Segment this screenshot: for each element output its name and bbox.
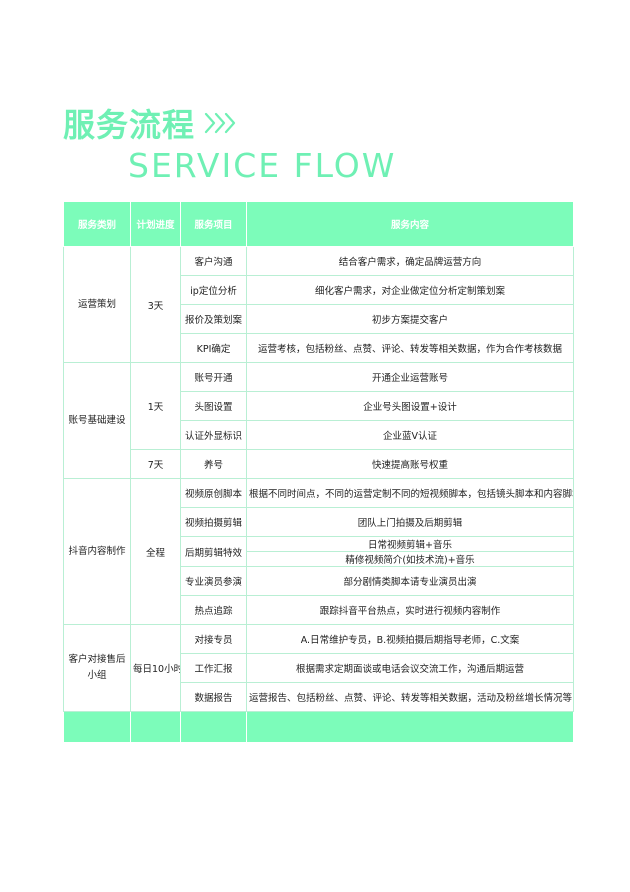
column-header-schedule: 计划进度 bbox=[130, 201, 181, 247]
item-cell: 账号开通 bbox=[180, 362, 247, 392]
footer-cell bbox=[130, 711, 181, 743]
item-cell: 视频拍摄剪辑 bbox=[180, 507, 247, 537]
schedule-cell: 全程 bbox=[130, 478, 181, 625]
item-cell: 数据报告 bbox=[180, 682, 247, 712]
schedule-cell: 每日10小时 bbox=[130, 624, 181, 712]
item-cell: 认证外显标识 bbox=[180, 420, 247, 450]
schedule-cell: 7天 bbox=[130, 449, 181, 479]
table-row: KPI确定 运营考核，包括粉丝、点赞、评论、转发等相关数据，作为合作考核数据 bbox=[64, 333, 574, 363]
category-cell: 账号基础建设 bbox=[63, 362, 131, 479]
content-cell: 初步方案提交客户 bbox=[246, 304, 574, 334]
table-row: 专业演员参演 部分剧情类脚本请专业演员出演 bbox=[64, 566, 574, 596]
content-cell: 根据需求定期面谈或电话会议交流工作，沟通后期运营 bbox=[246, 653, 574, 683]
service-flow-table: 服务类别 计划进度 服务项目 服务内容 运营策划 3天 客户沟通 结合客户需求，… bbox=[63, 201, 574, 743]
table-header-row: 服务类别 计划进度 服务项目 服务内容 bbox=[63, 201, 574, 247]
content-cell: 细化客户需求，对企业做定位分析定制策划案 bbox=[246, 275, 574, 305]
item-cell: 报价及策划案 bbox=[180, 304, 247, 334]
table-row: 7天 养号 快速提高账号权重 bbox=[64, 449, 574, 479]
content-cell: 快速提高账号权重 bbox=[246, 449, 574, 479]
item-cell: KPI确定 bbox=[180, 333, 247, 363]
item-cell: 视频原创脚本 bbox=[180, 478, 247, 508]
table-row: 账号基础建设 1天 账号开通 开通企业运营账号 bbox=[63, 362, 574, 479]
table-row: 运营策划 3天 客户沟通 结合客户需求，确定品牌运营方向 bbox=[63, 246, 574, 363]
item-cell: 头图设置 bbox=[180, 391, 247, 421]
table-row: 抖音内容制作 全程 视频原创脚本 根据不同时间点，不同的运营定制不同的短视频脚本… bbox=[63, 478, 574, 625]
table-row: 视频拍摄剪辑 团队上门拍摄及后期剪辑 bbox=[64, 507, 574, 537]
table-row: 数据报告 运营报告、包括粉丝、点赞、评论、转发等相关数据，活动及粉丝增长情况等 bbox=[64, 682, 574, 712]
content-cell: 部分剧情类脚本请专业演员出演 bbox=[246, 566, 574, 596]
item-cell: 客户沟通 bbox=[180, 246, 247, 276]
schedule-cell: 3天 bbox=[130, 246, 181, 363]
category-cell: 运营策划 bbox=[63, 246, 131, 363]
item-cell: 养号 bbox=[180, 449, 247, 479]
content-cell: 企业号头图设置+设计 bbox=[246, 391, 574, 421]
table-row: 报价及策划案 初步方案提交客户 bbox=[64, 304, 574, 334]
content-cell: 运营报告、包括粉丝、点赞、评论、转发等相关数据，活动及粉丝增长情况等 bbox=[246, 682, 574, 712]
content-cell: 跟踪抖音平台热点，实时进行视频内容制作 bbox=[246, 595, 574, 625]
content-cell: 精修视频简介(如技术流)+音乐 bbox=[246, 551, 574, 567]
content-cell: 结合客户需求，确定品牌运营方向 bbox=[246, 246, 574, 276]
item-cell: 工作汇报 bbox=[180, 653, 247, 683]
table-row: 客户对接售后小组 每日10小时 对接专员 A.日常维护专员，B.视频拍摄后期指导… bbox=[63, 624, 574, 712]
table-row: 工作汇报 根据需求定期面谈或电话会议交流工作，沟通后期运营 bbox=[64, 653, 574, 683]
page-title-text: 服务流程 bbox=[63, 106, 196, 144]
category-cell: 客户对接售后小组 bbox=[63, 624, 131, 712]
content-cell: 日常视频剪辑+音乐 bbox=[246, 536, 574, 552]
content-cell: A.日常维护专员，B.视频拍摄后期指导老师，C.文案 bbox=[246, 624, 574, 654]
triple-chevron-right-icon bbox=[203, 111, 237, 135]
content-cell: 企业蓝V认证 bbox=[246, 420, 574, 450]
item-cell: 热点追踪 bbox=[180, 595, 247, 625]
column-header-content: 服务内容 bbox=[246, 201, 574, 247]
content-cell: 团队上门拍摄及后期剪辑 bbox=[246, 507, 574, 537]
content-cell: 运营考核，包括粉丝、点赞、评论、转发等相关数据，作为合作考核数据 bbox=[246, 333, 574, 363]
column-header-category: 服务类别 bbox=[63, 201, 131, 247]
item-cell: 专业演员参演 bbox=[180, 566, 247, 596]
footer-cell bbox=[63, 711, 131, 743]
content-cell: 开通企业运营账号 bbox=[246, 362, 574, 392]
footer-cell bbox=[246, 711, 574, 743]
item-cell: ip定位分析 bbox=[180, 275, 247, 305]
content-cell: 根据不同时间点，不同的运营定制不同的短视频脚本，包括镜头脚本和内容脚本等 bbox=[246, 478, 574, 508]
table-footer-row bbox=[63, 711, 574, 743]
column-header-item: 服务项目 bbox=[180, 201, 247, 247]
category-cell: 抖音内容制作 bbox=[63, 478, 131, 625]
table-row: 热点追踪 跟踪抖音平台热点，实时进行视频内容制作 bbox=[64, 595, 574, 625]
item-cell: 对接专员 bbox=[180, 624, 247, 654]
page-subtitle: SERVICE FLOW bbox=[128, 146, 397, 185]
schedule-cell: 1天 bbox=[130, 362, 181, 450]
item-cell: 后期剪辑特效 bbox=[180, 536, 247, 567]
page-title: 服务流程 bbox=[63, 100, 237, 146]
table-row: 后期剪辑特效 日常视频剪辑+音乐 bbox=[64, 536, 574, 567]
footer-cell bbox=[180, 711, 247, 743]
table-row: 认证外显标识 企业蓝V认证 bbox=[64, 420, 574, 450]
